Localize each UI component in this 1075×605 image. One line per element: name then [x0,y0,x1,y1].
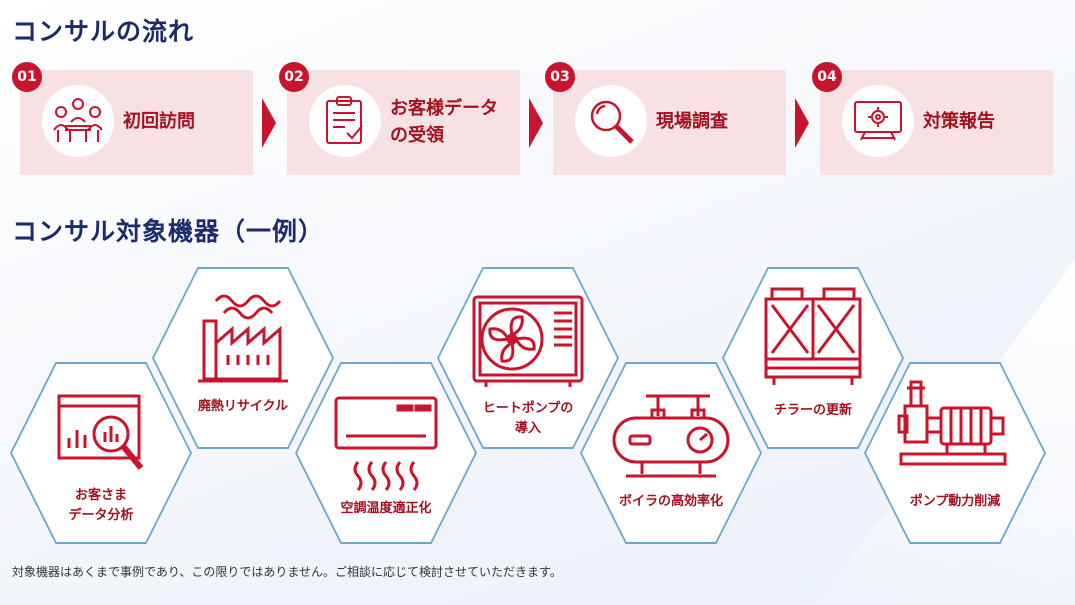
flow-arrow [262,98,276,148]
hex-tile-data-analysis: お客さま データ分析 [10,362,192,544]
equipment-section-title: コンサル対象機器（一例） [12,217,325,246]
pump-icon [897,380,1007,466]
clipboard-icon [309,85,381,157]
factory-icon [198,294,288,383]
hex-label: ボイラの高効率化 [618,494,723,509]
step-number-badge: 04 [812,62,842,92]
meeting-icon [42,85,114,157]
step-label: 初回訪問 [123,111,195,133]
step-number-badge: 02 [279,62,309,92]
hex-tile-heat-pump: ヒートポンプの 導入 [437,267,619,449]
hex-tile-chiller-update: チラーの更新 [722,267,904,449]
step-number-badge: 01 [12,62,42,92]
flow-step-site-survey: 03 現場調査 [545,62,786,175]
data-analysis-icon [57,394,144,470]
hex-label: チラーの更新 [773,403,852,418]
hex-label: お客さま データ分析 [68,488,134,523]
step-label: 対策報告 [923,111,995,133]
hex-tile-boiler-efficiency: ボイラの高効率化 [580,362,762,544]
heat-pump-icon [472,295,584,387]
step-number-badge: 03 [545,62,575,92]
flow-step-data-receipt: 02 お客様データ の受領 [279,62,520,175]
disclaimer-note: 対象機器はあくまで事例であり、この限りではありません。ご相談に応じて検討させてい… [12,565,562,579]
boiler-icon [612,394,730,478]
hex-label: 空調温度適正化 [340,501,432,516]
report-icon [842,85,914,157]
hex-tile-waste-heat-recycle: 廃熱リサイクル [152,267,334,449]
air-conditioner-icon [334,396,438,491]
flow-step-report: 04 対策報告 [812,62,1053,175]
chiller-icon [764,287,862,385]
step-label: 現場調査 [656,111,728,133]
hex-label: ポンプ動力削減 [909,494,1001,509]
flow-step-initial-visit: 01 初回訪問 [12,62,253,175]
hex-tile-ac-temp-optimization: 空調温度適正化 [295,362,477,544]
magnifier-icon [575,85,647,157]
hex-label: ヒートポンプの 導入 [482,401,574,436]
step-label: お客様データ の受領 [390,98,498,146]
hex-label: 廃熱リサイクル [197,399,289,414]
flow-section-title: コンサルの流れ [12,17,195,46]
flow-arrow [795,98,809,148]
flow-arrow [529,98,543,148]
